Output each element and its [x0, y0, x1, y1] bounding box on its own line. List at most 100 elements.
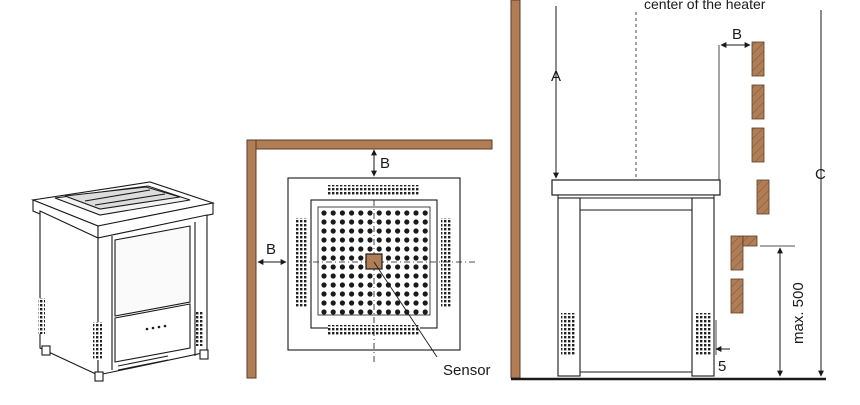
- stone-hole: [349, 237, 355, 243]
- stone-hole: [321, 237, 327, 243]
- stone-hole: [339, 300, 345, 306]
- stone-hole: [358, 219, 364, 225]
- stone-hole: [376, 300, 382, 306]
- stone-hole: [413, 219, 419, 225]
- stone-hole: [385, 309, 391, 315]
- stone-hole: [385, 273, 391, 279]
- stone-hole: [330, 309, 336, 315]
- stone-hole: [321, 228, 327, 234]
- dim-b-elev-label: B: [732, 26, 742, 43]
- stone-hole: [349, 246, 355, 252]
- stone-hole: [385, 237, 391, 243]
- stone-hole: [413, 273, 419, 279]
- stone-hole: [330, 255, 336, 261]
- stone-hole: [349, 255, 355, 261]
- stone-hole: [349, 264, 355, 270]
- stone-hole: [358, 282, 364, 288]
- sensor-leader: [373, 261, 438, 358]
- stone-hole: [321, 210, 327, 216]
- wood-panel-1: [751, 41, 765, 77]
- stone-hole: [358, 237, 364, 243]
- heater-elevation: center of the heater A B C max. 500 5: [510, 0, 826, 381]
- stone-hole: [321, 309, 327, 315]
- heater-top-view: B B Sensor: [246, 139, 493, 379]
- stone-hole: [321, 255, 327, 261]
- vent-left: [561, 313, 576, 355]
- stone-hole: [358, 210, 364, 216]
- stone-hole: [385, 228, 391, 234]
- wood-panel-5-cap: [742, 235, 758, 247]
- stone-hole: [321, 282, 327, 288]
- stone-hole: [376, 246, 382, 252]
- wood-panel-3: [751, 127, 765, 163]
- stone-hole: [385, 300, 391, 306]
- stone-hole: [404, 264, 410, 270]
- stone-hole: [376, 228, 382, 234]
- stone-hole: [330, 237, 336, 243]
- stone-hole: [358, 273, 364, 279]
- stone-hole: [330, 264, 336, 270]
- stone-hole: [358, 309, 364, 315]
- stone-hole: [395, 237, 401, 243]
- wall-top: [246, 139, 493, 150]
- stone-hole: [349, 309, 355, 315]
- stone-hole: [339, 219, 345, 225]
- stone-hole: [404, 246, 410, 252]
- stone-hole: [367, 282, 373, 288]
- stone-hole: [339, 237, 345, 243]
- stone-hole: [321, 291, 327, 297]
- wood-panel-6: [730, 278, 744, 314]
- stone-hole: [395, 228, 401, 234]
- vent-right: [696, 313, 711, 355]
- stone-hole: [358, 246, 364, 252]
- stone-hole: [330, 210, 336, 216]
- stone-hole: [349, 300, 355, 306]
- stone-hole: [339, 264, 345, 270]
- stone-hole: [413, 264, 419, 270]
- stone-hole: [385, 246, 391, 252]
- sensor-mark: [365, 253, 383, 270]
- stone-hole: [349, 219, 355, 225]
- stone-hole: [422, 264, 428, 270]
- stone-hole: [413, 210, 419, 216]
- stone-hole: [422, 246, 428, 252]
- stone-hole: [404, 282, 410, 288]
- stone-hole: [330, 246, 336, 252]
- wood-panel-4: [756, 179, 770, 215]
- grille-top: [328, 185, 420, 196]
- dim-5-label: 5: [718, 358, 726, 375]
- stone-hole: [339, 255, 345, 261]
- sensor-label: Sensor: [443, 362, 491, 379]
- stone-hole: [321, 219, 327, 225]
- stone-hole: [339, 282, 345, 288]
- stone-hole: [413, 282, 419, 288]
- stone-hole: [339, 228, 345, 234]
- stone-hole: [385, 219, 391, 225]
- stone-hole: [422, 237, 428, 243]
- stone-hole: [404, 219, 410, 225]
- center-heater-label: center of the heater: [644, 0, 766, 12]
- stone-hole: [330, 300, 336, 306]
- stone-hole: [321, 246, 327, 252]
- stone-hole: [321, 264, 327, 270]
- stone-hole: [367, 210, 373, 216]
- stone-hole: [422, 291, 428, 297]
- stone-hole: [404, 228, 410, 234]
- stone-hole: [321, 300, 327, 306]
- stone-hole: [339, 309, 345, 315]
- stone-hole: [358, 264, 364, 270]
- dim-c-label: C: [815, 166, 826, 183]
- dim-b-top-label: B: [380, 155, 390, 172]
- stone-hole: [413, 309, 419, 315]
- stone-hole: [422, 228, 428, 234]
- stone-hole: [330, 282, 336, 288]
- stone-hole: [422, 309, 428, 315]
- stone-hole: [422, 282, 428, 288]
- stone-hole: [404, 237, 410, 243]
- stone-hole: [367, 309, 373, 315]
- stone-hole: [349, 273, 355, 279]
- stone-hole: [339, 246, 345, 252]
- stone-hole: [413, 228, 419, 234]
- stone-hole: [385, 255, 391, 261]
